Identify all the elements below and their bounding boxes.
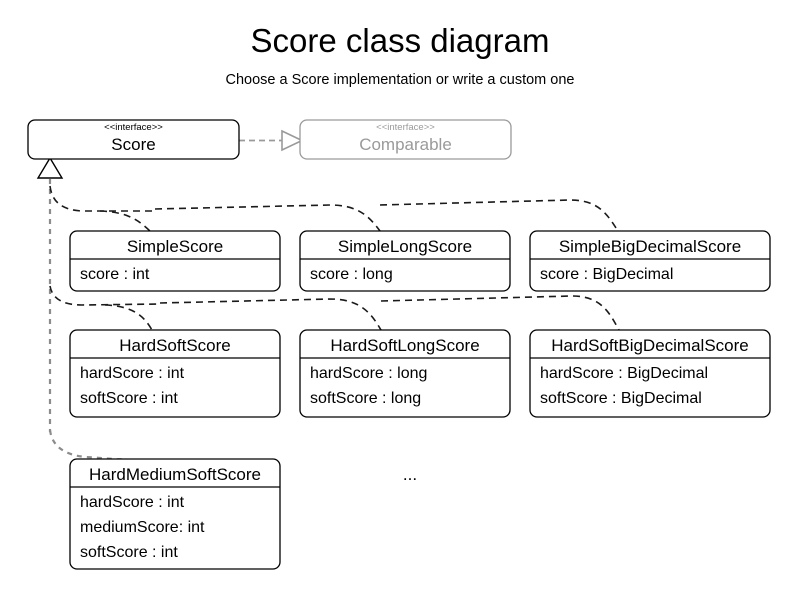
hard-soft-score-class-name: HardSoftScore: [119, 336, 231, 355]
hard-soft-score-attribute-0: hardScore : int: [80, 365, 185, 382]
page-title: Score class diagram: [251, 22, 550, 59]
branch-to-hard-soft-big-decimal-score: [380, 295, 620, 331]
simple-big-decimal-score-attribute: score : BigDecimal: [540, 266, 673, 283]
branch-to-simple-big-decimal-score: [379, 199, 619, 232]
class-box-simple-big-decimal-score[interactable]: SimpleBigDecimalScore score : BigDecimal: [529, 230, 771, 292]
branch-row1-trunk: [49, 185, 155, 212]
class-box-hard-soft-big-decimal-score[interactable]: HardSoftBigDecimalScore hardScore : BigD…: [529, 329, 771, 418]
simple-big-decimal-score-class-name: SimpleBigDecimalScore: [559, 237, 741, 256]
simple-score-class-name: SimpleScore: [127, 237, 223, 256]
hard-medium-soft-score-attribute-0: hardScore : int: [80, 494, 185, 511]
class-box-comparable[interactable]: <<interface>> Comparable: [299, 119, 512, 160]
simple-score-attribute: score : int: [80, 266, 150, 283]
more-classes-ellipsis: ...: [403, 465, 417, 484]
hard-soft-score-attribute-1: softScore : int: [80, 390, 178, 407]
score-stereotype: <<interface>>: [104, 122, 163, 133]
score-box-shape: [27, 119, 240, 160]
hard-soft-long-score-box-shape: [299, 329, 511, 418]
hard-soft-score-box-shape: [69, 329, 281, 418]
hard-medium-soft-score-attribute-1: mediumScore: int: [80, 519, 205, 536]
realization-arrowhead-icon: [281, 129, 304, 152]
class-box-score[interactable]: <<interface>> Score: [27, 119, 240, 160]
simple-big-decimal-score-box-shape: [529, 230, 771, 292]
hard-medium-soft-score-class-name: HardMediumSoftScore: [89, 465, 261, 484]
simple-long-score-box-shape: [299, 230, 511, 292]
simple-score-box-shape: [69, 230, 281, 292]
branch-to-hard-medium-soft-score: [48, 429, 127, 461]
comparable-class-name: Comparable: [359, 135, 452, 154]
comparable-box-shape: [299, 119, 512, 160]
connector-group: [36, 129, 620, 461]
hard-soft-long-score-class-name: HardSoftLongScore: [330, 336, 479, 355]
class-box-simple-long-score[interactable]: SimpleLongScore score : long: [299, 230, 511, 292]
simple-long-score-class-name: SimpleLongScore: [338, 237, 472, 256]
class-box-simple-score[interactable]: SimpleScore score : int: [69, 230, 281, 292]
page-subtitle: Choose a Score implementation or write a…: [226, 72, 575, 88]
class-box-hard-medium-soft-score[interactable]: HardMediumSoftScore hardScore : int medi…: [69, 458, 281, 570]
branch-row2-trunk: [49, 285, 161, 306]
hard-soft-long-score-attribute-0: hardScore : long: [310, 365, 427, 382]
branch-to-hard-soft-score: [104, 304, 153, 331]
hard-soft-big-decimal-score-attribute-0: hardScore : BigDecimal: [540, 365, 708, 382]
hard-soft-big-decimal-score-box-shape: [529, 329, 771, 418]
class-box-hard-soft-long-score[interactable]: HardSoftLongScore hardScore : long softS…: [299, 329, 511, 418]
hard-soft-big-decimal-score-class-name: HardSoftBigDecimalScore: [551, 336, 748, 355]
simple-long-score-attribute: score : long: [310, 266, 393, 283]
inheritance-triangle-icon: [36, 156, 64, 179]
branch-to-simple-long-score: [154, 204, 381, 232]
branch-to-simple-score: [99, 210, 151, 232]
branch-to-hard-soft-long-score: [159, 298, 382, 331]
hard-soft-big-decimal-score-attribute-1: softScore : BigDecimal: [540, 390, 702, 407]
hard-soft-long-score-attribute-1: softScore : long: [310, 390, 421, 407]
hard-medium-soft-score-attribute-2: softScore : int: [80, 544, 178, 561]
score-class-name: Score: [111, 135, 155, 154]
class-box-hard-soft-score[interactable]: HardSoftScore hardScore : int softScore …: [69, 329, 281, 418]
comparable-stereotype: <<interface>>: [376, 122, 435, 133]
